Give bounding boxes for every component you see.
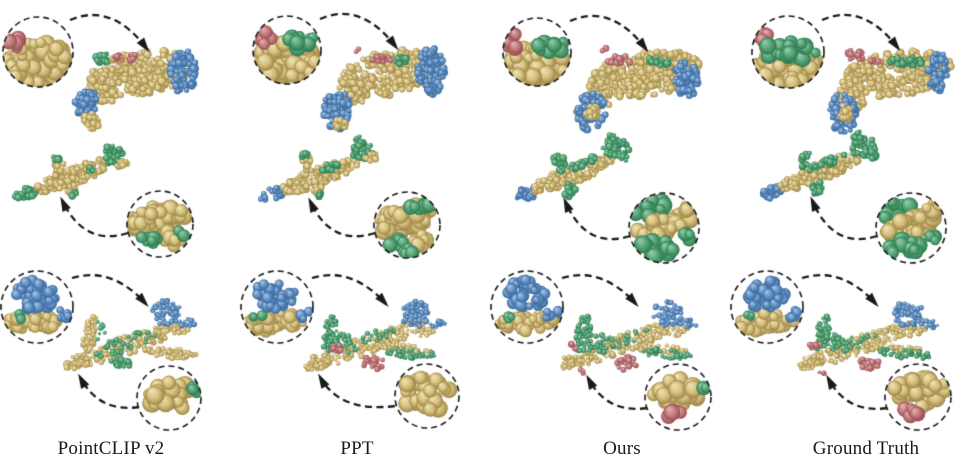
method-label-pointclip-v2: PointCLIP v2 <box>57 438 165 459</box>
pointcloud-grid-canvas <box>0 0 975 435</box>
method-label-ground-truth: Ground Truth <box>812 438 920 459</box>
method-label-ppt: PPT <box>340 438 374 459</box>
method-label-ours: Ours <box>603 438 641 459</box>
